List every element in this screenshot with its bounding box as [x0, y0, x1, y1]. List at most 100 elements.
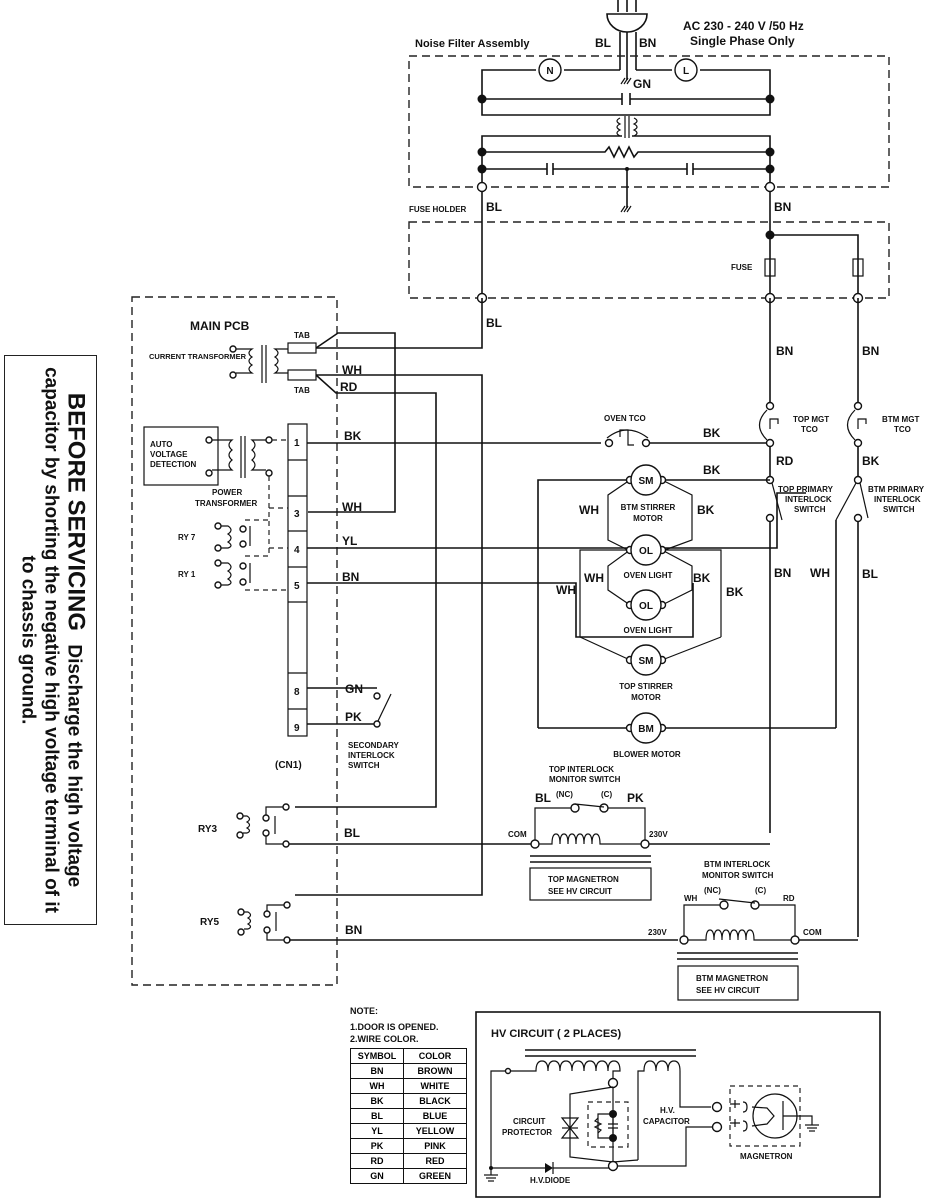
nc-label: (NC)	[704, 886, 721, 895]
hv-circuit-title: HV CIRCUIT ( 2 PLACES)	[491, 1028, 622, 1040]
fuse-holder-box	[408, 221, 890, 299]
power-transformer-label: TRANSFORMER	[195, 499, 257, 508]
relay-ry3-icon	[236, 803, 290, 848]
top-monitor-title: TOP INTERLOCK	[549, 765, 614, 774]
noise-filter-box	[408, 55, 890, 188]
wire-label: BL	[535, 791, 551, 805]
c-label: (C)	[601, 790, 612, 799]
pin-number: 4	[294, 545, 300, 556]
motor-symbol: SM	[639, 656, 654, 667]
top-primary-switch-label: SWITCH	[794, 505, 826, 514]
relay-label: RY3	[198, 824, 218, 835]
wire-label: PK	[627, 791, 644, 805]
main-pcb-box	[131, 296, 338, 986]
fuse-icon	[852, 258, 864, 277]
hv-circuit-box	[475, 1011, 881, 1198]
auto-voltage-box	[143, 426, 219, 486]
pin-number: 5	[294, 581, 300, 592]
fuse-label: FUSE	[731, 263, 753, 272]
wire-label: BK	[693, 571, 711, 585]
btm-stirrer-motor-icon	[630, 464, 662, 496]
top-stirrer-label: MOTOR	[631, 693, 661, 702]
relay-ry1-icon	[214, 559, 251, 589]
pin-number: 8	[294, 687, 300, 698]
hv-capacitor-label: H.V.	[660, 1106, 675, 1115]
noise-filter-title: Noise Filter Assembly	[415, 38, 530, 50]
com-label: COM	[508, 830, 527, 839]
legend-symbol: WH	[350, 1078, 404, 1094]
wire-label: BN	[776, 344, 793, 358]
btm-primary-switch-label: INTERLOCK	[874, 495, 921, 504]
supply-line1: AC 230 - 240 V /50 Hz	[683, 19, 804, 33]
pin-number: 9	[294, 723, 300, 734]
oven-tco-label: OVEN TCO	[604, 414, 646, 423]
magnetron-icon	[730, 1093, 819, 1139]
oven-light-icon	[630, 534, 662, 566]
capacitor-resistor-box	[587, 1101, 629, 1148]
top-mgt-tco-label: TCO	[801, 425, 818, 434]
wire-label: YL	[342, 534, 357, 548]
warning-box: BEFORE SERVICING Discharge the high volt…	[4, 355, 97, 925]
wire-label: WH	[342, 363, 362, 377]
wire-label: WH	[810, 566, 830, 580]
legend-color: BROWN	[403, 1063, 467, 1079]
top-interlock-monitor-switch-icon	[534, 803, 646, 844]
supply-line2: Single Phase Only	[690, 34, 795, 48]
auto-voltage-label: DETECTION	[150, 460, 196, 469]
secondary-interlock-switch-icon	[373, 692, 392, 728]
btm-magnetron-label: BTM MAGNETRON	[696, 974, 768, 983]
top-mgt-tco-icon	[758, 401, 779, 448]
wire-label: BK	[697, 503, 715, 517]
wire-label: PK	[345, 710, 362, 724]
power-transformer-icon	[205, 436, 273, 478]
secondary-switch-label: SECONDARY	[348, 741, 399, 750]
current-transformer-label: CURRENT TRANSFORMER	[149, 352, 247, 361]
pin-number: 3	[294, 509, 300, 520]
v230-label: 230V	[648, 928, 667, 937]
motor-symbol: BM	[638, 724, 654, 735]
wire-label: BK	[344, 429, 362, 443]
secondary-switch-label: SWITCH	[348, 761, 380, 770]
connector-label: (CN1)	[275, 760, 302, 771]
motor-symbol: SM	[639, 476, 654, 487]
top-magnetron-box	[529, 867, 652, 901]
legend-symbol: YL	[350, 1123, 404, 1139]
wire-label: WH	[584, 571, 604, 585]
wire-label: WH	[579, 503, 599, 517]
note-item: 1.DOOR IS OPENED.	[350, 1022, 439, 1032]
wire-label: BK	[703, 426, 721, 440]
circuit-protector-icon	[560, 1117, 580, 1139]
light-symbol: OL	[639, 601, 653, 612]
tab-label: TAB	[294, 331, 310, 340]
wire-label: BN	[862, 344, 879, 358]
auto-voltage-label: VOLTAGE	[150, 450, 188, 459]
btm-stirrer-label: BTM STIRRER	[621, 503, 676, 512]
top-magnetron-label: SEE HV CIRCUIT	[548, 887, 612, 896]
top-primary-interlock-switch-icon	[765, 475, 783, 523]
v230-label: 230V	[649, 830, 668, 839]
top-mgt-tco-label: TOP MGT	[793, 415, 829, 424]
wire-label: BL	[486, 316, 502, 330]
btm-hv-transformer-icon	[677, 929, 800, 960]
nc-label: (NC)	[556, 790, 573, 799]
ground-icon	[484, 1168, 498, 1182]
fuse-icon	[764, 258, 776, 277]
live-symbol: L	[683, 66, 689, 77]
neutral-symbol: N	[546, 66, 553, 77]
oven-light-icon	[630, 589, 662, 621]
wire-label: GN	[633, 77, 651, 91]
legend-header: SYMBOL	[350, 1048, 404, 1064]
secondary-switch-label: INTERLOCK	[348, 751, 395, 760]
relay-label: RY 7	[178, 533, 196, 542]
btm-stirrer-label: MOTOR	[633, 514, 663, 523]
wire-label: BK	[862, 454, 880, 468]
legend-color: BLACK	[403, 1093, 467, 1109]
tab-terminal	[287, 369, 317, 381]
